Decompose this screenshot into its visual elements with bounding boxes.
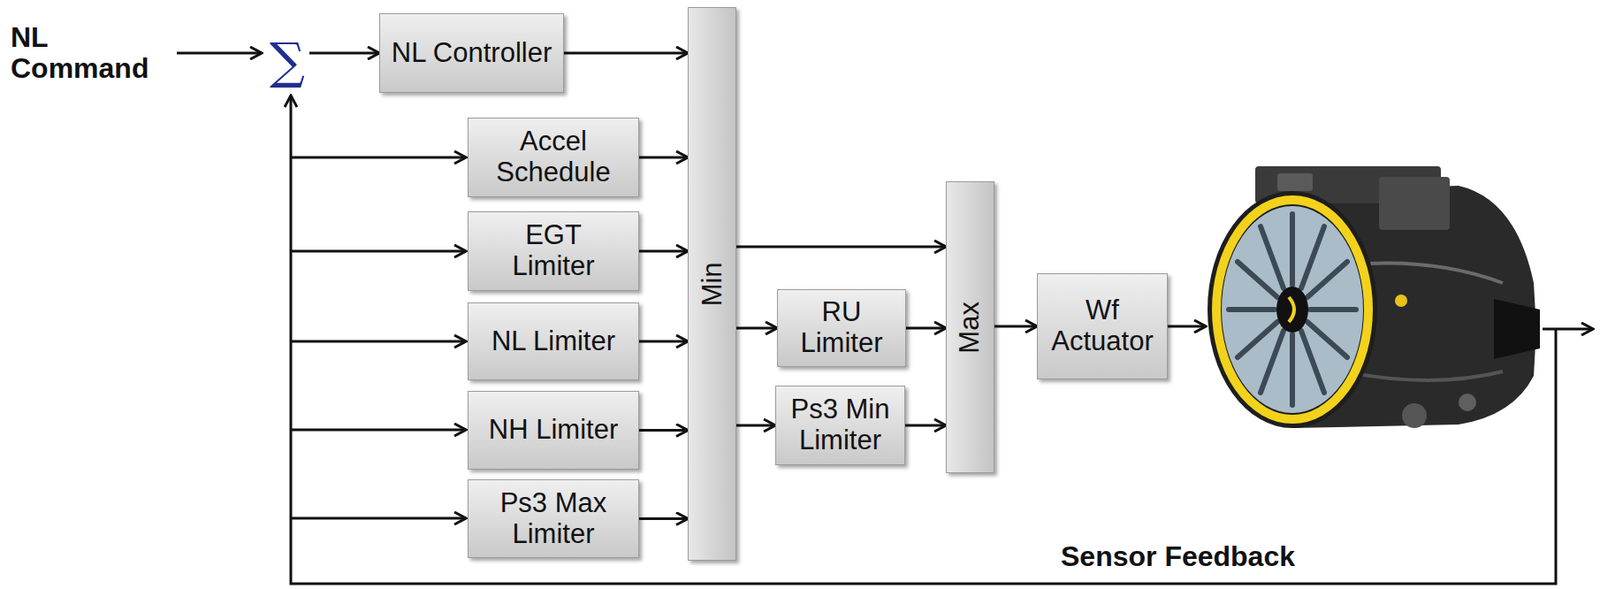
signal-arrow [736, 245, 946, 249]
block-label: Max [954, 301, 986, 354]
summing-junction: ∑ [265, 31, 310, 91]
block-label: NL Controller [391, 38, 552, 69]
process-box: NH Limiter [467, 390, 640, 470]
feedback-branch [290, 517, 466, 520]
process-box: Wf Actuator [1036, 273, 1168, 380]
engine-spinner-mark [1288, 297, 1295, 322]
output-arrow [1542, 327, 1593, 331]
signal-arrow [736, 327, 778, 330]
process-box: RU Limiter [777, 289, 907, 367]
feedback-branch [290, 250, 466, 253]
process-box: NL Controller [379, 13, 564, 93]
engine-inlet-lip [1207, 190, 1378, 428]
signal-arrow [639, 340, 688, 343]
block-label: NH Limiter [488, 414, 618, 446]
engine-accessory [1401, 403, 1427, 428]
feedback-branch [290, 340, 466, 343]
engine-fitting [1394, 294, 1408, 307]
block-label: Accel Schedule [475, 126, 632, 188]
feedback-wire [290, 95, 1556, 584]
block-label: RU Limiter [784, 297, 899, 359]
signal-arrow [906, 327, 946, 330]
fuel-arrow [1167, 325, 1206, 328]
block-label: EGT Limiter [487, 220, 620, 282]
block-label: Wf Actuator [1044, 295, 1160, 357]
block-label: Ps3 Min Limiter [783, 394, 898, 456]
engine-highlight [1343, 371, 1503, 381]
selector-bar: Min [687, 7, 737, 561]
signal-arrow [639, 517, 688, 520]
engine-spinner [1276, 286, 1309, 333]
engine-accessory [1277, 173, 1313, 191]
feedback-branch [290, 156, 466, 160]
process-box: EGT Limiter [467, 211, 640, 291]
block-label: Ps3 Max Limiter [475, 487, 632, 549]
engine-nozzle [1493, 298, 1540, 359]
signal-arrow [639, 250, 688, 253]
process-box: Ps3 Max Limiter [467, 479, 640, 558]
engine-accessory [1458, 393, 1477, 412]
signal-arrow [563, 52, 688, 55]
signal-label: Sensor Feedback [1060, 540, 1353, 572]
engine-fan-blades [1228, 213, 1357, 405]
engine-illustration [1207, 166, 1540, 428]
signal-arrow [905, 424, 946, 427]
signal-arrow [736, 424, 776, 427]
signal-arrow [309, 52, 380, 55]
command-arrow [176, 52, 262, 55]
signal-arrow [994, 325, 1037, 328]
selector-bar: Max [945, 181, 995, 473]
block-label: NL Limiter [491, 326, 616, 358]
process-box: Accel Schedule [467, 117, 640, 198]
feedback-branch [290, 428, 466, 432]
process-box: Ps3 Min Limiter [775, 385, 906, 465]
block-label: Min [696, 261, 728, 306]
engine-fan-face [1221, 205, 1364, 413]
signal-arrow [639, 428, 688, 432]
engine-accessory [1379, 176, 1450, 230]
engine-inlet-ring [1216, 199, 1369, 420]
process-box: NL Limiter [467, 302, 640, 381]
signal-label: NL Command [10, 22, 153, 84]
sum-symbol: ∑ [269, 36, 305, 86]
signal-arrow [639, 156, 688, 160]
